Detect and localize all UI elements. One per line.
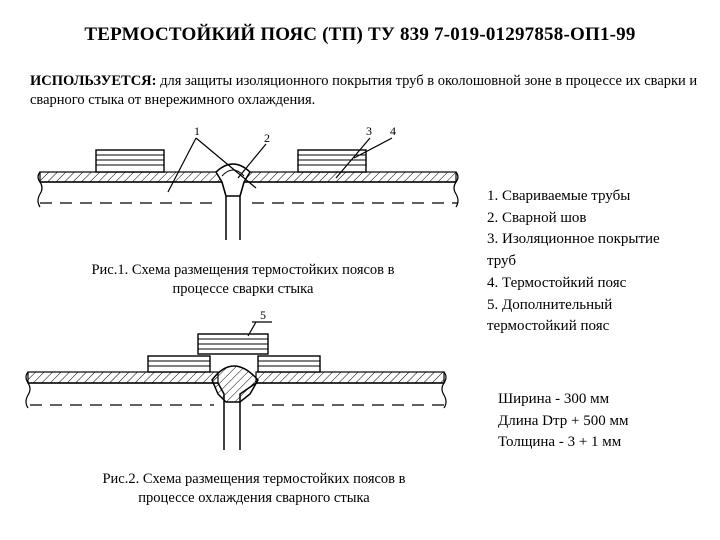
legend-item: труб — [487, 253, 516, 270]
heat-belt-left-2 — [147, 355, 211, 373]
insulation-coating-left-2 — [27, 371, 219, 384]
legend-item: 3. Изоляционное покрытие — [487, 231, 660, 248]
pipe-wall-left — [40, 181, 227, 240]
heat-belt-left — [95, 149, 165, 173]
usage-text: для защиты изоляционного покрытия труб в… — [30, 73, 698, 108]
legend-item: 2. Сварной шов — [487, 209, 587, 226]
figure-2-caption-line-1: Рис.2. Схема размещения термостойких поя… — [102, 471, 406, 487]
spec-width: Ширина - 300 мм — [498, 391, 610, 407]
pipe-wall-right — [239, 181, 456, 240]
callout-1: 1 — [194, 124, 200, 138]
figure-1-diagram: 1 2 3 4 — [37, 124, 459, 240]
figure-2-caption-line-2: процессе охлаждения сварного стыка — [138, 490, 370, 506]
figure-1-caption-line-2: процессе сварки стыка — [172, 281, 314, 297]
specifications: Ширина - 300 мм Длина Dтр + 500 мм Толщи… — [498, 389, 708, 454]
insulation-coating-right-2 — [255, 371, 445, 384]
spec-length: Длина Dтр + 500 мм — [498, 412, 629, 429]
heat-belt-right — [297, 149, 367, 173]
weld-seam — [215, 163, 251, 197]
usage-label: ИСПОЛЬЗУЕТСЯ: — [30, 73, 157, 89]
figure-2-diagram: 5 — [25, 308, 447, 450]
page-title: ТЕРМОСТОЙКИЙ ПОЯС (ТП) ТУ 839 7-019-0129… — [84, 24, 636, 45]
legend-item: 5. Дополнительный — [487, 296, 613, 313]
callout-2: 2 — [264, 131, 270, 145]
legend-item: термостойкий пояс — [487, 318, 610, 335]
legend-item: 1. Свариваемые трубы — [487, 188, 631, 204]
legend-item: 4. Термостойкий пояс — [487, 274, 627, 291]
spec-thickness: Толщина - 3 + 1 мм — [498, 434, 622, 451]
figure-2-caption: Рис.2. Схема размещения термостойких поя… — [56, 470, 452, 508]
figure-1-caption: Рис.1. Схема размещения термостойких поя… — [44, 261, 442, 299]
callout-5: 5 — [260, 308, 266, 322]
callout-3: 3 — [366, 124, 372, 138]
insulation-coating-right — [243, 171, 457, 183]
heat-belt-right-2 — [257, 355, 321, 373]
callout-4: 4 — [390, 124, 396, 138]
usage-paragraph: ИСПОЛЬЗУЕТСЯ: для защиты изоляционного п… — [30, 72, 700, 110]
additional-heat-belt — [197, 333, 269, 355]
figure-1-caption-line-1: Рис.1. Схема размещения термостойких поя… — [91, 262, 395, 278]
insulation-coating-left — [39, 171, 223, 183]
legend: 1. Свариваемые трубы 2. Сварной шов 3. И… — [487, 186, 707, 338]
weld-seam-2 — [211, 365, 259, 403]
